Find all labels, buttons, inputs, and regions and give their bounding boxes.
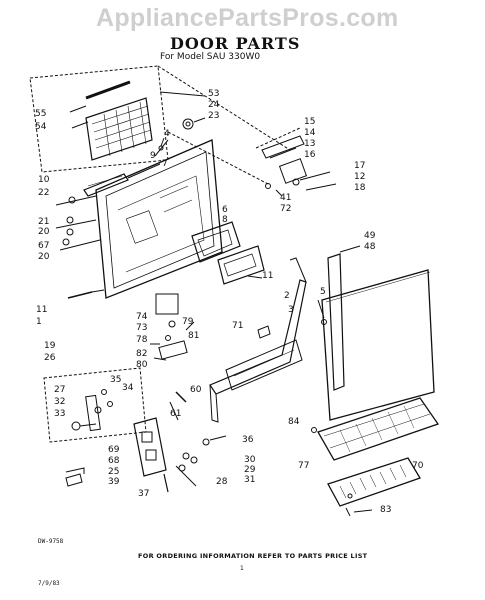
label-72: 72 <box>280 204 292 214</box>
label-41: 41 <box>280 193 292 203</box>
label-18: 18 <box>354 183 366 193</box>
label-48: 48 <box>364 242 376 252</box>
label-6: 6 <box>222 205 228 215</box>
bottom-kickplate <box>311 397 440 461</box>
watermark: AppliancePartsPros.com <box>96 4 399 32</box>
left-pins <box>67 289 105 299</box>
label-36: 36 <box>242 435 254 445</box>
hinge-plate <box>65 417 167 487</box>
label-25: 25 <box>108 467 120 477</box>
label-37: 37 <box>138 489 150 499</box>
label-17: 17 <box>354 161 366 171</box>
label-20-top: 20 <box>38 227 50 237</box>
label-27: 27 <box>54 385 66 395</box>
label-12: 12 <box>354 172 366 182</box>
label-11-right: 11 <box>262 271 274 281</box>
diagram-title: DOOR PARTS <box>170 34 301 53</box>
label-10: 10 <box>38 175 50 185</box>
label-29: 29 <box>244 465 256 475</box>
label-7: 7 <box>162 159 168 169</box>
label-4: 4 <box>164 129 170 139</box>
ordering-footer: FOR ORDERING INFORMATION REFER TO PARTS … <box>138 552 368 560</box>
label-54: 54 <box>35 122 47 132</box>
bottom-grille <box>327 457 421 517</box>
label-8: 8 <box>222 215 228 225</box>
label-80: 80 <box>136 360 148 370</box>
label-73: 73 <box>136 323 148 333</box>
label-22: 22 <box>38 188 50 198</box>
label-35: 35 <box>110 375 122 385</box>
label-23: 23 <box>208 111 220 121</box>
knob-parts <box>154 117 206 157</box>
outer-door-panel <box>321 245 435 421</box>
label-11-left: 11 <box>36 305 48 315</box>
label-34: 34 <box>122 383 134 393</box>
label-26: 26 <box>44 353 56 363</box>
left-fasteners <box>55 195 101 251</box>
label-69: 69 <box>108 445 120 455</box>
label-68: 68 <box>108 456 120 466</box>
label-21: 21 <box>38 217 50 227</box>
label-82: 82 <box>136 349 148 359</box>
label-74: 74 <box>136 312 148 322</box>
label-14: 14 <box>304 128 316 138</box>
inner-door-panel <box>95 139 223 299</box>
label-15: 15 <box>304 117 316 127</box>
label-19: 19 <box>44 341 56 351</box>
label-49: 49 <box>364 231 376 241</box>
label-53: 53 <box>208 89 220 99</box>
drawing-code: DW-9758 <box>38 538 64 545</box>
label-31: 31 <box>244 475 256 485</box>
label-61: 61 <box>170 409 182 419</box>
label-13: 13 <box>304 139 316 149</box>
label-81: 81 <box>188 331 200 341</box>
label-24: 24 <box>208 100 220 110</box>
label-32: 32 <box>54 397 66 407</box>
label-70: 70 <box>412 461 424 471</box>
label-9: 9 <box>150 151 156 161</box>
label-30: 30 <box>244 455 256 465</box>
label-77: 77 <box>298 461 310 471</box>
label-83: 83 <box>380 505 392 515</box>
label-2: 2 <box>284 291 290 301</box>
label-28: 28 <box>216 477 228 487</box>
latch-assembly <box>255 127 337 197</box>
label-3: 3 <box>288 305 294 315</box>
label-5: 5 <box>320 287 326 297</box>
label-39: 39 <box>108 477 120 487</box>
label-55: 55 <box>35 109 47 119</box>
label-16: 16 <box>304 150 316 160</box>
label-33: 33 <box>54 409 66 419</box>
label-79: 79 <box>182 317 194 327</box>
control-panel-group <box>29 65 291 186</box>
handle-bar <box>83 163 161 197</box>
label-71: 71 <box>232 321 244 331</box>
label-84: 84 <box>288 417 300 427</box>
page-number: 1 <box>240 565 244 572</box>
label-78: 78 <box>136 335 148 345</box>
spring-rod-parts <box>163 391 227 493</box>
latch-cluster <box>150 293 195 361</box>
label-20-bottom: 20 <box>38 252 50 262</box>
vent-handle <box>191 221 265 285</box>
label-1: 1 <box>36 317 42 327</box>
label-60: 60 <box>190 385 202 395</box>
date-code: 7/9/83 <box>38 580 60 587</box>
label-67: 67 <box>38 241 50 251</box>
diagram-subtitle: For Model SAU 330W0 <box>160 52 261 62</box>
